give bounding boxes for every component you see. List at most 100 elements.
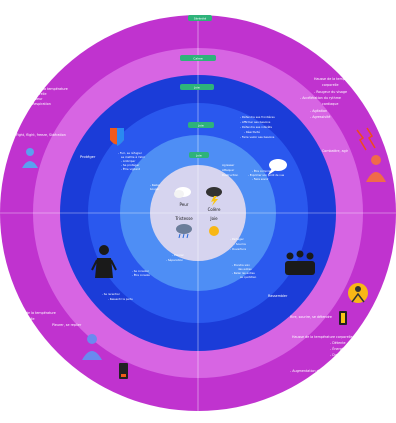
bottom-right-outer-text: Hausse de la température corporelle - Dé… — [290, 335, 353, 373]
rain-cloud-icon — [176, 224, 192, 239]
svg-text:Sérénité: Sérénité — [194, 17, 207, 21]
battery-low-icon — [119, 363, 128, 379]
svg-text:- Accélération du rythme: - Accélération du rythme — [300, 96, 341, 100]
svg-text:corporelle: corporelle — [30, 92, 46, 96]
svg-text:- Repli: - Repli — [18, 329, 28, 333]
svg-text:- Faire savoir: - Faire savoir — [252, 177, 270, 181]
svg-text:bouger: bouger — [150, 187, 160, 191]
protect-label: Protéger — [80, 155, 96, 159]
svg-text:- Agressivité: - Agressivité — [310, 115, 330, 119]
top-left-inner-text: - Fuir, se réfugier se mettre à l'abri -… — [118, 151, 145, 171]
center-emotions: Peur Colère Tristesse Joie — [174, 187, 222, 239]
fear-cloud-icon — [174, 187, 191, 198]
top-left-outer-text: - Baisse de la température corporelle - … — [24, 87, 68, 106]
speech-bubble-icon — [268, 159, 287, 175]
bottom-right-inner-text: - Partager - Sourire - Ouverture — [230, 237, 246, 251]
anger-lightning-icon — [356, 127, 376, 151]
svg-text:au quotidien: au quotidien — [240, 275, 257, 279]
bottom-left-mid-text: - Se consoler - Être consolé — [132, 269, 150, 277]
person-black-icon — [91, 245, 117, 278]
svg-text:corporelle: corporelle — [18, 317, 34, 321]
svg-text:Calme: Calme — [193, 57, 203, 61]
svg-text:- Défendre ses frontières: - Défendre ses frontières — [240, 115, 275, 119]
person-red-icon — [366, 155, 386, 182]
svg-text:Destruction: Destruction — [222, 173, 238, 177]
svg-text:- Baisse de la température: - Baisse de la température — [24, 87, 68, 91]
svg-text:- Être consolé: - Être consolé — [132, 272, 150, 277]
top-left-center-text: - Rester bouger — [150, 183, 161, 191]
svg-text:- Faire valoir ses besoins: - Faire valoir ses besoins — [240, 135, 275, 139]
sun-icon — [209, 226, 219, 236]
svg-text:- Détente: - Détente — [330, 341, 346, 345]
svg-text:- Exprimer son point de vue: - Exprimer son point de vue — [248, 173, 284, 177]
svg-text:des autres: des autres — [238, 267, 252, 271]
ring-tag-3: Joie — [180, 84, 214, 90]
svg-text:- Rester: - Rester — [150, 183, 161, 187]
svg-text:cardiaque: cardiaque — [322, 102, 338, 106]
emotion-sadness: Tristesse — [174, 216, 193, 221]
battery-full-icon — [339, 311, 347, 325]
ring-tag-2: Calme — [180, 55, 216, 61]
svg-text:- Agitation: - Agitation — [310, 109, 327, 113]
top-left-icons-label: Fight, flight, freeze, Sidération — [16, 133, 66, 137]
svg-text:- Réactivité: - Réactivité — [244, 130, 260, 134]
bottom-left-inner-text: - Pleurer - Séparation — [166, 253, 185, 262]
top-right-inner-text: Agresser Attaquer Destruction — [222, 163, 238, 177]
svg-text:- Pâleur: - Pâleur — [30, 97, 43, 101]
ring-tag-4: Joie — [188, 122, 214, 128]
svg-text:- Rougeur du visage: - Rougeur du visage — [314, 90, 347, 94]
svg-text:se mettre à l'abri: se mettre à l'abri — [121, 155, 145, 159]
gather-label: Rassembler — [268, 294, 288, 298]
anger-cloud-icon — [206, 187, 222, 206]
svg-text:Joie: Joie — [195, 154, 202, 158]
svg-text:- Être vigilant: - Être vigilant — [121, 166, 141, 171]
ring-tag-5: Joie — [189, 152, 209, 158]
svg-text:- Énergie: - Énergie — [330, 346, 345, 351]
svg-text:Hausse de la température corpo: Hausse de la température corporelle — [292, 335, 353, 339]
svg-text:- Se consoler: - Se consoler — [132, 269, 150, 273]
svg-text:Joie: Joie — [193, 86, 200, 90]
svg-text:- Dynamisme: - Dynamisme — [330, 353, 352, 357]
svg-text:- Partager: - Partager — [230, 237, 245, 241]
top-right-inner2-text: - Être compris - Exprimer son point de v… — [248, 168, 284, 181]
svg-text:- Fatigue: - Fatigue — [18, 323, 32, 327]
svg-text:- Défendre ses intérêts: - Défendre ses intérêts — [240, 125, 273, 129]
svg-text:- Pleurer: - Pleurer — [172, 253, 185, 257]
bottom-left-outer-text: - Baisse de la température corporelle - … — [12, 311, 56, 333]
svg-text:- Être compris: - Être compris — [252, 168, 271, 173]
svg-text:- Relier les autres: - Relier les autres — [232, 271, 255, 275]
fight-act-label: Combattre, agir — [322, 149, 349, 153]
svg-text:- Ressentir la perte: - Ressentir la perte — [108, 297, 133, 301]
top-right-outer-text: Hausse de la température corporelle - Ro… — [300, 77, 357, 119]
svg-text:- Ouverture: - Ouverture — [230, 247, 246, 251]
svg-text:- Anticiper: - Anticiper — [121, 159, 136, 163]
emotion-fear: Peur — [180, 202, 189, 207]
svg-text:corporelle: corporelle — [322, 83, 338, 87]
svg-text:- Affirmer ses besoins: - Affirmer ses besoins — [240, 120, 271, 124]
bottom-right-mid-text: - Prendre soin des autres - Relier les a… — [232, 263, 257, 279]
person-yellow-icon — [348, 283, 368, 303]
svg-text:Hausse de la température: Hausse de la température — [314, 77, 357, 81]
top-right-mid-text: - Défendre ses frontières - Affirmer ses… — [240, 115, 275, 139]
svg-text:- Se protéger: - Se protéger — [121, 163, 140, 167]
svg-text:- Se recentrer: - Se recentrer — [102, 292, 121, 296]
shield-icon — [110, 128, 124, 146]
svg-text:Joie: Joie — [197, 124, 204, 128]
svg-text:- Prendre soin: - Prendre soin — [232, 263, 250, 267]
svg-text:- Séparation: - Séparation — [166, 258, 183, 262]
emotion-anger: Colère — [208, 207, 221, 212]
person-purple-icon — [82, 334, 102, 360]
svg-text:- Baisse de la température: - Baisse de la température — [12, 311, 56, 315]
svg-text:- Fuir, se réfugier: - Fuir, se réfugier — [118, 151, 143, 155]
svg-text:Attaquer: Attaquer — [222, 168, 235, 172]
ring-tag-1: Sérénité — [188, 15, 212, 21]
cry-withdraw-label: Pleurer, se replier — [52, 323, 82, 327]
svg-text:- Augmentation du niveau du vi: - Augmentation du niveau du visage — [290, 369, 350, 373]
bottom-left-side-text: - Se recentrer - Ressentir la perte — [102, 292, 133, 301]
svg-text:Agresser: Agresser — [222, 163, 235, 167]
group-people-icon — [285, 250, 315, 275]
person-blue-icon — [22, 148, 38, 168]
laugh-label: Rire, sourire, se détendre — [290, 315, 332, 319]
svg-text:- Sourire: - Sourire — [234, 242, 246, 246]
